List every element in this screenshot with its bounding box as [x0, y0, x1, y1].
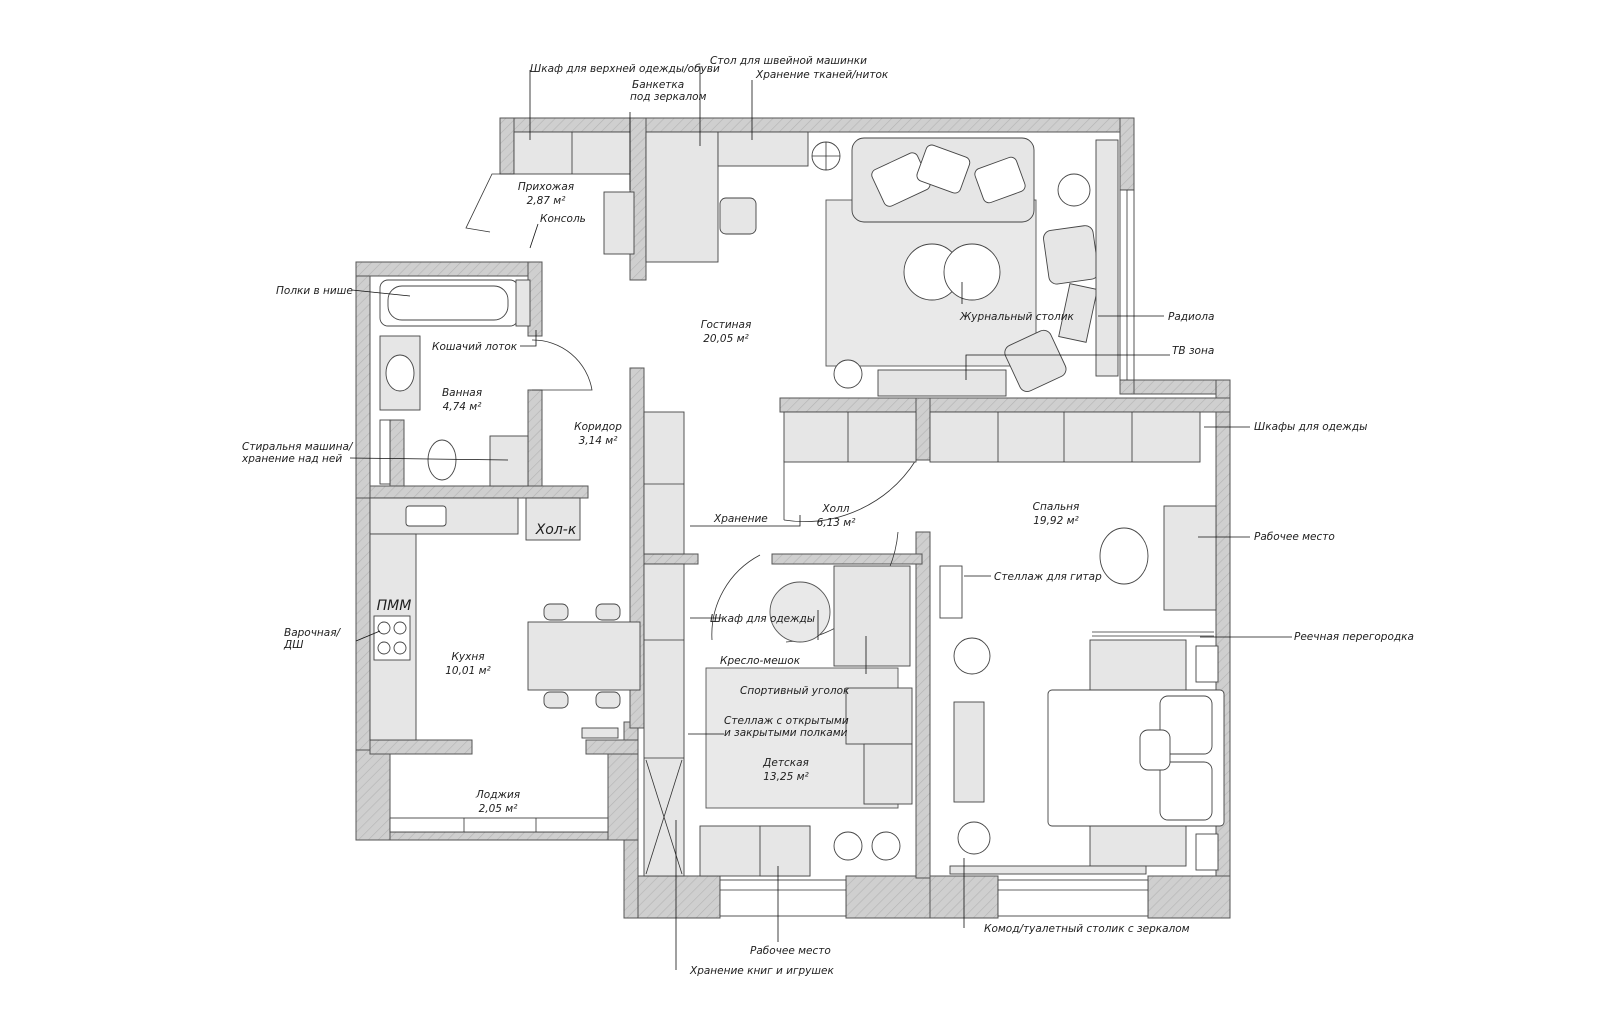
- callout-sewing-table: Стол для швейной машинки: [710, 55, 867, 67]
- room-kholl-name: Холл: [821, 503, 849, 515]
- room-kholl-area: 6,13 м²: [817, 517, 857, 529]
- room-detskaya-name: Детская: [762, 757, 809, 769]
- callout-wardrobe-outerwear: Шкаф для верхней одежды/обуви: [530, 63, 720, 75]
- room-spalnya-area: 19,92 м²: [1033, 515, 1079, 527]
- callout-clothes-wardrobes: Шкафы для одежды: [1254, 421, 1367, 433]
- room-labels: Прихожая 2,87 м² Гостиная 20,05 м² Ванна…: [377, 181, 1080, 815]
- callout-washer-line2: хранение над ней: [241, 453, 342, 465]
- callout-washer-line1: Стиральня машина/: [242, 441, 354, 453]
- room-vannaya-name: Ванная: [442, 387, 482, 399]
- room-lodzhiya-name: Лоджия: [475, 789, 520, 801]
- room-prikhozhaya-name: Прихожая: [518, 181, 574, 193]
- callout-cat-litter: Кошачий лоток: [432, 341, 518, 353]
- callout-shelving-line1: Стеллаж с открытыми: [724, 715, 849, 727]
- callout-sport-corner: Спортивный уголок: [740, 685, 850, 697]
- callout-shelving-line2: и закрытыми полками: [724, 727, 848, 739]
- mark-pmm: ПММ: [377, 598, 412, 614]
- callout-coffee-table: Журнальный столик: [959, 311, 1075, 323]
- room-koridor-area: 3,14 м²: [579, 435, 619, 447]
- callout-dresser: Комод/туалетный столик с зеркалом: [984, 923, 1190, 935]
- callout-fabric-storage: Хранение тканей/ниток: [755, 69, 889, 81]
- room-koridor-name: Коридор: [574, 421, 622, 433]
- callout-radiola: Радиола: [1168, 311, 1214, 323]
- callout-slatted-partition: Реечная перегородка: [1294, 631, 1414, 643]
- callout-workplace-kids: Рабочее место: [750, 945, 831, 957]
- room-spalnya-name: Спальня: [1033, 501, 1080, 513]
- callout-beanbag: Кресло-мешок: [720, 655, 801, 667]
- room-detskaya-area: 13,25 м²: [763, 771, 809, 783]
- mark-fridge: Хол-к: [535, 522, 577, 538]
- windows: [389, 189, 1149, 917]
- room-prikhozhaya-area: 2,87 м²: [527, 195, 567, 207]
- callout-hob-line2: ДШ: [283, 639, 303, 651]
- callout-niche-shelves: Полки в нише: [276, 285, 353, 297]
- room-gostinaya-area: 20,05 м²: [703, 333, 749, 345]
- room-kukhnya-name: Кухня: [451, 651, 484, 663]
- callout-storage: Хранение: [713, 513, 768, 525]
- callout-bench-line2: под зеркалом: [630, 91, 707, 103]
- callout-bench-line1: Банкетка: [632, 79, 684, 91]
- callout-workplace-bedroom: Рабочее место: [1254, 531, 1335, 543]
- furniture: [369, 131, 1225, 877]
- callout-hob-line1: Варочная/: [284, 627, 342, 639]
- callout-tv-zone: ТВ зона: [1172, 345, 1214, 357]
- room-vannaya-area: 4,74 м²: [443, 401, 483, 413]
- callout-guitar-rack: Стеллаж для гитар: [994, 571, 1102, 583]
- room-lodzhiya-area: 2,05 м²: [479, 803, 519, 815]
- callout-console: Консоль: [540, 213, 586, 225]
- walls: [355, 117, 1231, 919]
- callout-wardrobe-clothes: Шкаф для одежды: [710, 613, 815, 625]
- callout-labels: Шкаф для верхней одежды/обуви Стол для ш…: [241, 55, 1414, 977]
- room-kukhnya-area: 10,01 м²: [445, 665, 491, 677]
- callout-books-toys: Хранение книг и игрушек: [689, 965, 834, 977]
- room-gostinaya-name: Гостиная: [701, 319, 752, 331]
- leader-lines: [349, 66, 1292, 970]
